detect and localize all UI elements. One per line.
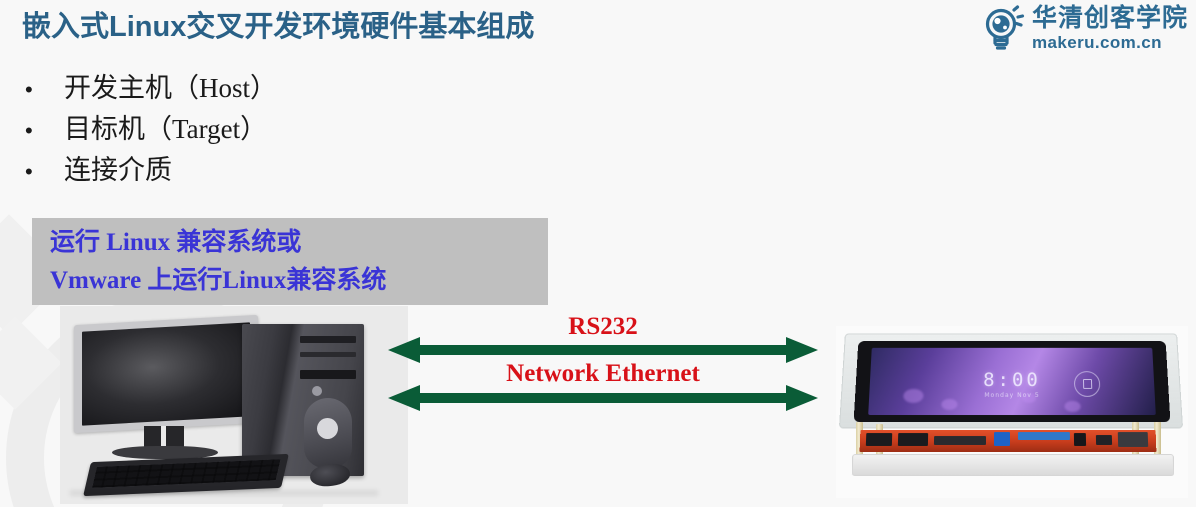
acrylic-bottom-plate bbox=[851, 454, 1175, 476]
host-computer-photo bbox=[60, 306, 408, 504]
screen-blob bbox=[941, 398, 958, 410]
lightbulb-icon bbox=[980, 4, 1028, 52]
pc-tower-icon bbox=[242, 324, 364, 476]
lcd-screen: 8:00 Monday Nov 5 bbox=[868, 347, 1156, 416]
target-board-photo: 8:00 Monday Nov 5 bbox=[836, 326, 1188, 498]
bullet-marker-icon: • bbox=[25, 77, 33, 102]
connection-arrow-rs232 bbox=[388, 337, 818, 363]
note-line-1: 运行 Linux 兼容系统或 bbox=[50, 229, 302, 256]
host-requirement-note: 运行 Linux 兼容系统或 Vmware 上运行Linux兼容系统 bbox=[32, 218, 548, 305]
pcb-component bbox=[1095, 435, 1113, 445]
connection-arrow-ethernet bbox=[388, 385, 818, 411]
list-item-label: 开发主机（Host） bbox=[64, 73, 278, 103]
pcb-component bbox=[1073, 433, 1087, 446]
pcb-connector bbox=[897, 433, 929, 446]
list-item: • 开发主机（Host） bbox=[18, 68, 277, 109]
pcb-ribbon-connector bbox=[1017, 432, 1070, 441]
connection-label-ethernet: Network Ethernet bbox=[506, 360, 700, 387]
pcb-port bbox=[1117, 432, 1149, 447]
list-item: • 连接介质 bbox=[18, 150, 277, 191]
standoff-post bbox=[856, 422, 863, 458]
logo-text-block: 华清创客学院 makeru.com.cn bbox=[1031, 3, 1188, 52]
pcb-header bbox=[933, 436, 987, 445]
list-item-label: 连接介质 bbox=[64, 155, 172, 185]
monitor-screen bbox=[82, 322, 250, 426]
lcd-bezel: 8:00 Monday Nov 5 bbox=[853, 341, 1171, 423]
logo-url: makeru.com.cn bbox=[1031, 32, 1162, 52]
screen-blob bbox=[1064, 400, 1081, 412]
page-title: 嵌入式Linux交叉开发环境硬件基本组成 bbox=[22, 11, 535, 43]
bullet-list: • 开发主机（Host） • 目标机（Target） • 连接介质 bbox=[18, 68, 277, 191]
tower-drive-bay bbox=[300, 352, 356, 357]
pcb-trimpot bbox=[993, 432, 1011, 446]
monitor-stand-base bbox=[112, 446, 218, 459]
tower-drive-bay bbox=[300, 336, 356, 343]
pcb-board bbox=[859, 430, 1157, 452]
tower-drive-bay bbox=[300, 370, 356, 379]
list-item: • 目标机（Target） bbox=[18, 109, 277, 150]
tower-power-button bbox=[312, 386, 322, 396]
photo-shadow bbox=[70, 490, 378, 496]
logo-company-name: 华清创客学院 bbox=[1031, 3, 1188, 32]
monitor-stand-neck bbox=[144, 426, 184, 448]
note-line-2: Vmware 上运行Linux兼容系统 bbox=[50, 267, 387, 294]
tower-front-badge bbox=[304, 398, 352, 468]
brand-logo: 华清创客学院 makeru.com.cn bbox=[980, 4, 1188, 52]
list-item-label: 目标机（Target） bbox=[64, 114, 268, 144]
lockscreen-clock: 8:00 bbox=[983, 369, 1041, 391]
lock-icon bbox=[1073, 371, 1101, 397]
bullet-marker-icon: • bbox=[25, 118, 33, 143]
monitor-icon bbox=[74, 314, 258, 434]
lockscreen-date: Monday Nov 5 bbox=[984, 391, 1040, 399]
connection-label-rs232: RS232 bbox=[568, 313, 638, 340]
bullet-marker-icon: • bbox=[25, 159, 33, 184]
standoff-post bbox=[1154, 420, 1161, 458]
pcb-connector bbox=[865, 433, 893, 446]
